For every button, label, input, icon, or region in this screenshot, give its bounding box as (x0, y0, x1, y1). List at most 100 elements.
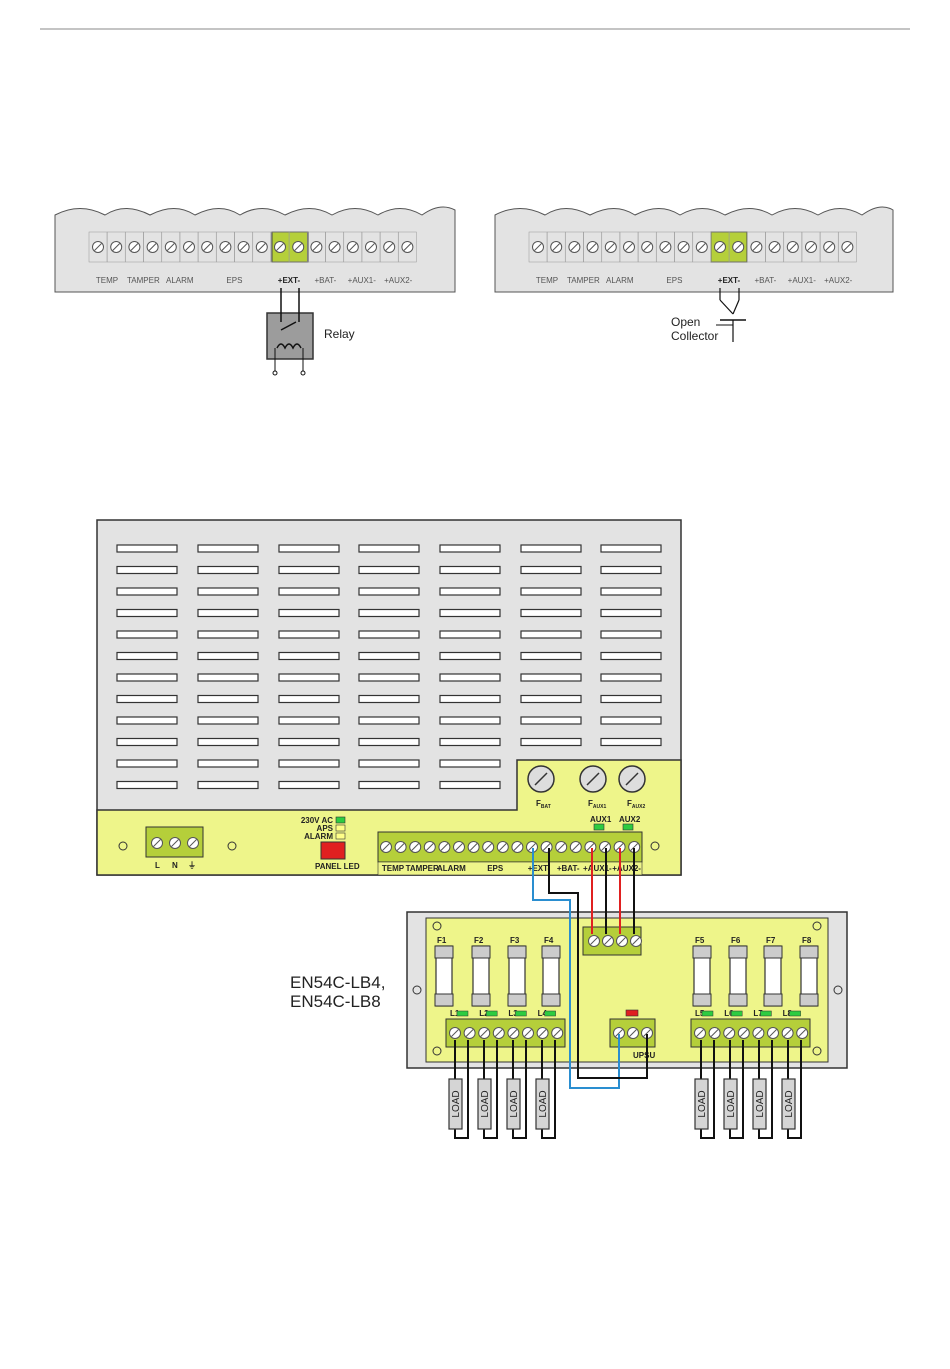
vent-slot (439, 780, 501, 790)
vent-slot (197, 565, 259, 575)
screw-terminal (255, 241, 268, 253)
screw-terminal (511, 841, 524, 853)
led-label: L2 (479, 1009, 489, 1018)
vent-slot (116, 780, 178, 790)
vent-slot (358, 587, 420, 596)
vent-slot (520, 651, 582, 661)
vent-slot (278, 780, 340, 790)
channel-led (760, 1010, 772, 1017)
channel-led (515, 1010, 527, 1017)
screw-terminal (453, 841, 465, 853)
terminal-label: ALARM (606, 276, 634, 285)
screw-terminal (695, 241, 708, 253)
vent-slot (116, 673, 178, 682)
screw-terminal (346, 241, 359, 253)
channel-led (485, 1010, 498, 1017)
screw-terminal (532, 241, 544, 253)
vent-slot (520, 587, 582, 596)
vent-slot (439, 759, 501, 768)
load-block: LOAD (535, 1040, 556, 1139)
screw-terminal (128, 241, 141, 253)
fuse-label: F7 (766, 936, 776, 945)
screw-terminal (823, 241, 836, 253)
screw-terminal (752, 1027, 765, 1039)
screw-terminal (737, 1027, 750, 1039)
earth-icon: ⏚ (188, 861, 196, 870)
vent-slot (358, 651, 420, 661)
vent-slot (520, 608, 582, 618)
channel-led (544, 1010, 556, 1017)
relay-coil-icon (276, 343, 302, 350)
vent-slot (358, 673, 420, 682)
mounting-hole (118, 841, 128, 851)
load-label: LOAD (726, 1090, 737, 1117)
terminal-label: ALARM (437, 864, 466, 873)
load-label: LOAD (480, 1090, 491, 1117)
channel-led (701, 1010, 714, 1017)
vent-slot (197, 694, 259, 704)
vent-slot (278, 651, 340, 661)
screw-terminal (768, 241, 781, 253)
vent-slot (197, 780, 259, 790)
led-label: L1 (450, 1009, 460, 1018)
panel-led-label: PANEL LED (315, 862, 360, 871)
vent-slot (358, 694, 420, 704)
channel-led (456, 1010, 469, 1017)
vent-slot (600, 716, 662, 725)
screw-terminal (482, 841, 495, 853)
vent-slot (439, 737, 501, 747)
led-label: L3 (508, 1009, 518, 1018)
terminal-label: TEMP (536, 276, 558, 285)
screw-terminal (767, 1027, 779, 1039)
aux2-led (622, 823, 634, 831)
led-230v (335, 816, 346, 824)
screw-terminal (805, 241, 817, 253)
vent-slot (197, 716, 259, 725)
vent-slot (600, 544, 662, 553)
terminal-label: +EXT- (278, 276, 301, 285)
terminal-label: TEMP (96, 276, 118, 285)
screw-terminal (496, 841, 509, 853)
screw-terminal (732, 241, 745, 253)
fuse-label: F2 (474, 936, 484, 945)
terminal-label: +AUX2- (824, 276, 853, 285)
vent-slot (600, 651, 662, 661)
screw-terminal (449, 1027, 461, 1039)
vent-slot (116, 651, 178, 661)
screw-terminal (292, 241, 305, 253)
terminal-label: TEMP (382, 864, 405, 873)
screw-terminal (550, 241, 563, 253)
relay-box (266, 312, 314, 360)
vent-slot (116, 565, 178, 575)
load-label: LOAD (697, 1090, 708, 1117)
load-block: LOAD (781, 1040, 802, 1139)
vent-slot (358, 565, 420, 575)
terminal-label: TAMPER (567, 276, 600, 285)
vent-slot (278, 737, 340, 747)
vent-slot (197, 759, 259, 768)
screw-terminal (478, 1027, 491, 1039)
wiring (532, 848, 648, 1089)
vent-slot (278, 608, 340, 618)
fuse-label: F4 (544, 936, 554, 945)
vent-slot (116, 694, 178, 704)
screw-terminal (714, 241, 726, 253)
vent-slot (278, 565, 340, 575)
led-label: L6 (724, 1009, 734, 1018)
led-alarm (335, 832, 346, 840)
screw-terminal (723, 1027, 736, 1039)
terminal-label: +EXT- (718, 276, 741, 285)
screw-terminal (841, 241, 854, 253)
screw-terminal (584, 841, 597, 853)
screw-terminal (237, 241, 250, 253)
terminal-label: +AUX2- (612, 864, 641, 873)
screw-terminal (423, 841, 436, 853)
terminal-label: +AUX1- (348, 276, 377, 285)
vent-slot (439, 587, 501, 596)
upsu-led (625, 1009, 639, 1017)
vent-slot (116, 630, 178, 639)
screw-terminal (604, 241, 617, 253)
screw-terminal (781, 1027, 794, 1039)
